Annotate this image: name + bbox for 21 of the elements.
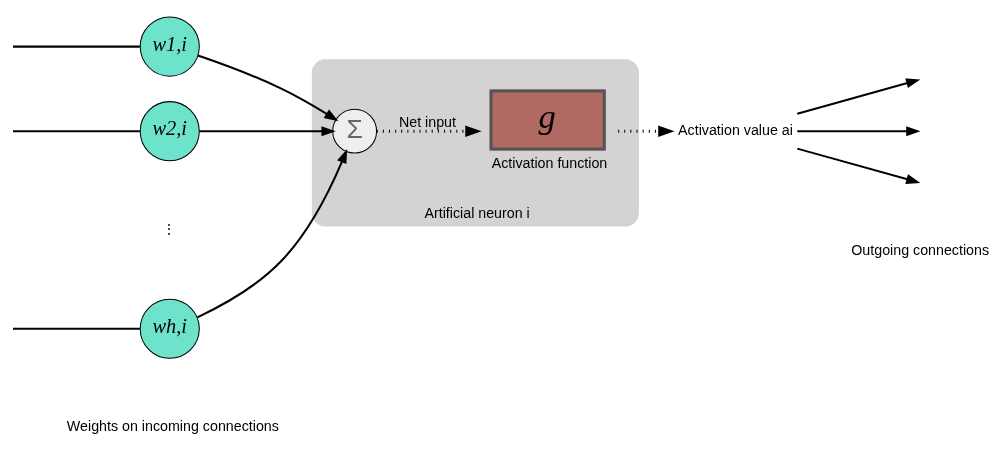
arrow — [797, 77, 921, 115]
arrow — [797, 147, 921, 184]
label: Outgoing connections — [851, 241, 990, 258]
edge-label: Net input — [398, 113, 456, 130]
arrow — [618, 124, 675, 137]
arrow — [196, 148, 348, 318]
node-circle: Σ — [332, 108, 378, 154]
node-text: Activation value ai — [678, 121, 793, 138]
node-circle: w1,i — [139, 16, 200, 77]
node-circle: w2,i — [139, 100, 200, 161]
arrow — [376, 124, 482, 137]
node-label: Activation function — [491, 154, 608, 171]
connector — [13, 327, 140, 330]
label: Weights on incoming connections — [66, 417, 279, 434]
connector — [13, 129, 140, 132]
node-circle: wh,i — [139, 298, 200, 359]
connector — [13, 45, 140, 48]
label: ⋮ — [162, 220, 177, 237]
arrow — [797, 125, 921, 136]
arrow — [199, 125, 336, 136]
arrow — [197, 54, 339, 121]
